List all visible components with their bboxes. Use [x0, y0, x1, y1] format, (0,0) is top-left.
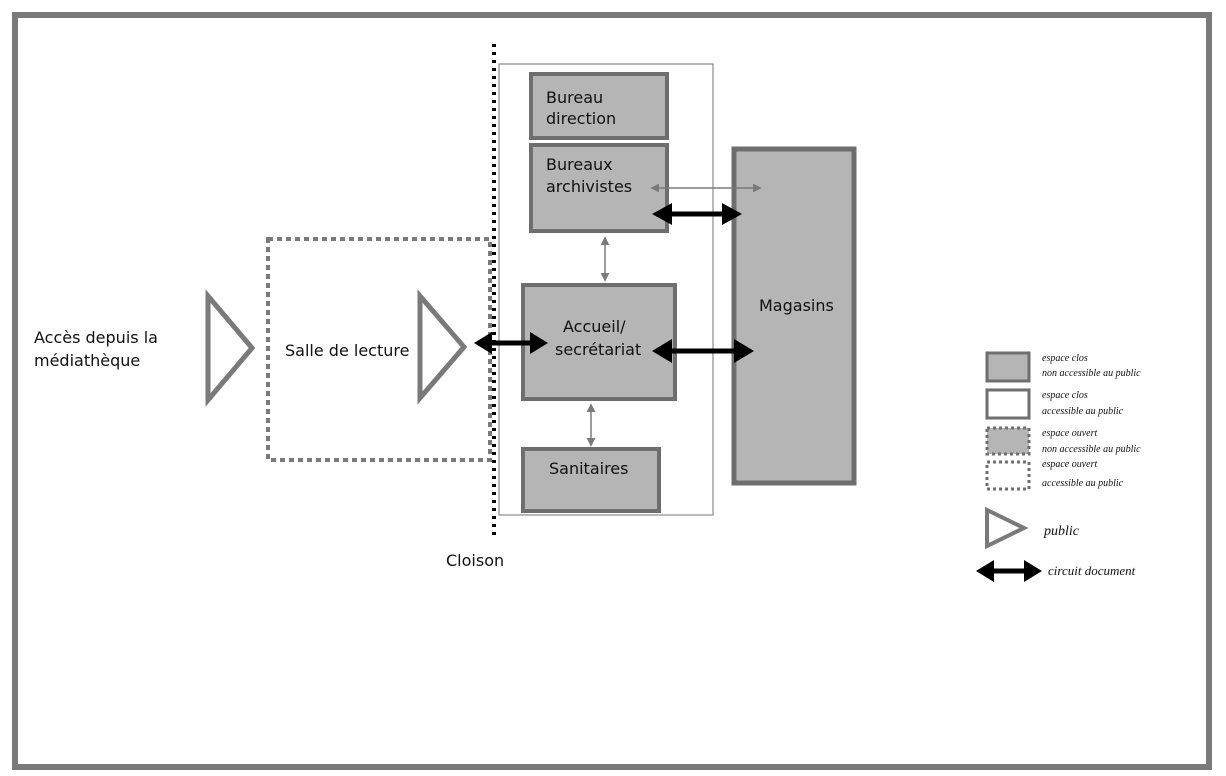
- partition-label: Cloison: [446, 551, 504, 570]
- restrooms: [521, 447, 661, 513]
- staff-zone-outline: [498, 63, 714, 516]
- legend: espace clos non accessible au public esp…: [976, 351, 1141, 582]
- legend-swatch-open-public: [985, 460, 1031, 491]
- public-entrance-icon: [205, 289, 256, 407]
- document-circuit-arrow-reading-reception: [474, 332, 548, 354]
- reception-label-line1: Accueil/: [563, 317, 626, 336]
- reception-office: [521, 283, 677, 401]
- director-office-label-line2: direction: [546, 109, 616, 128]
- legend-open-nonpublic-line2: non accessible au public: [1042, 444, 1141, 455]
- director-office-label-line1: Bureau: [546, 88, 603, 107]
- director-office: [529, 72, 669, 140]
- legend-closed-nonpublic-line1: espace clos: [1042, 353, 1088, 364]
- document-circuit-arrow-reception-storage: [652, 339, 754, 363]
- access-label-line2: médiathèque: [34, 351, 140, 370]
- legend-circuit-label: circuit document: [1048, 563, 1136, 578]
- legend-open-nonpublic-line1: espace ouvert: [1042, 428, 1097, 439]
- archivist-offices-label-line1: Bureaux: [546, 155, 613, 174]
- document-circuit-arrow-archivists-storage: [652, 203, 742, 225]
- legend-open-public-line2: accessible au public: [1042, 478, 1124, 489]
- legend-public-icon: [985, 506, 1029, 550]
- reading-room: [266, 237, 492, 462]
- restrooms-label: Sanitaires: [549, 459, 628, 478]
- archivist-offices: [529, 143, 669, 233]
- archivist-offices-label-line2: archivistes: [546, 177, 632, 196]
- legend-closed-public-line1: espace clos: [1042, 390, 1088, 401]
- legend-swatch-open-nonpublic: [985, 426, 1031, 456]
- legend-closed-public-line2: accessible au public: [1042, 406, 1124, 417]
- reading-room-label: Salle de lecture: [285, 341, 409, 360]
- legend-swatch-closed-nonpublic: [985, 351, 1031, 383]
- legend-public-label: public: [1043, 524, 1080, 539]
- access-label-line1: Accès depuis la: [34, 328, 158, 347]
- public-access-icon: [417, 289, 468, 405]
- reception-label-line2: secrétariat: [555, 340, 641, 359]
- legend-swatch-closed-public: [985, 388, 1031, 420]
- legend-closed-nonpublic-line2: non accessible au public: [1042, 368, 1141, 379]
- storage-rooms-label: Magasins: [759, 296, 834, 315]
- legend-open-public-line1: espace ouvert: [1042, 459, 1097, 470]
- storage-rooms: [731, 146, 857, 486]
- legend-circuit-arrow-icon: [976, 560, 1042, 582]
